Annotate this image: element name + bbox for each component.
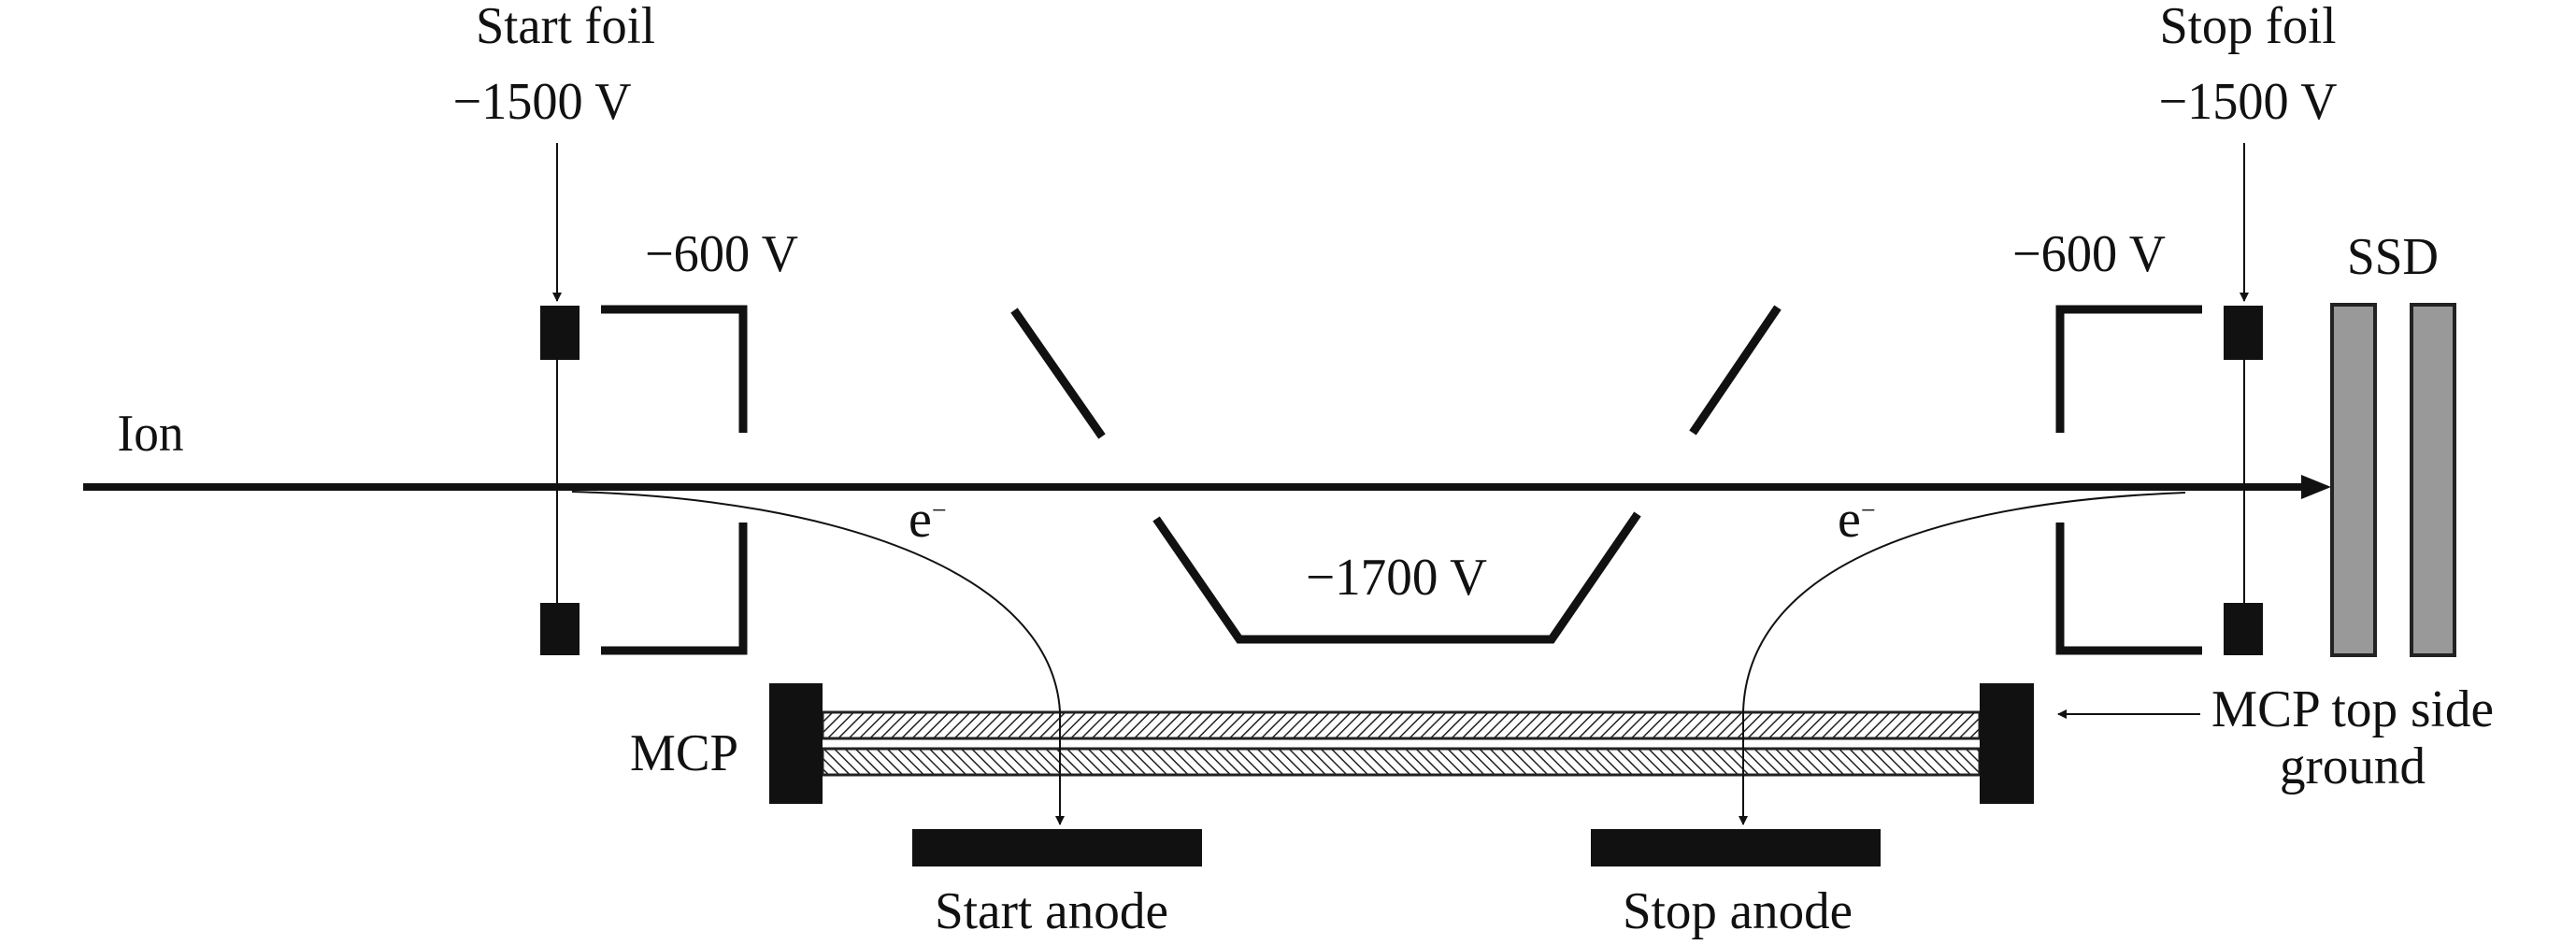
left-electrode [601,305,748,655]
start-anode-label: Start anode [935,882,1168,940]
electron-left-label: e− [909,491,947,549]
start-foil [540,306,580,655]
electron-right-label: e− [1838,491,1876,549]
center-electrode [1010,305,1782,644]
mcp-ground-label-line1: MCP top side [2211,680,2494,738]
stop-foil [2224,306,2263,655]
stop-anode [1591,829,1881,866]
ion-label: Ion [118,405,184,463]
mcp-label: MCP [630,724,738,782]
center-electrode-voltage: −1700 V [1306,549,1487,607]
start-electron-trajectory [571,491,1065,825]
start-foil-label: Start foil [476,0,655,55]
left-electrode-voltage: −600 V [645,225,798,283]
start-anode [912,829,1202,866]
right-electrode [2055,305,2202,655]
ion-beam-arrowhead [2301,475,2331,499]
right-electrode-voltage: −600 V [2012,225,2166,283]
stop-foil-label: Stop foil [2160,0,2337,55]
stop-electron-trajectory [1739,492,2186,825]
start-foil-voltage: −1500 V [453,73,632,131]
ssd-detector [2330,303,2456,657]
mcp-left-clamp [769,683,823,804]
stop-anode-label: Stop anode [1623,882,1853,940]
mcp-ground-label-line2: ground [2280,737,2426,795]
mcp-right-clamp [1980,683,2034,804]
mcp-assembly [769,683,2034,804]
ssd-label: SSD [2347,228,2439,286]
stop-foil-voltage: −1500 V [2159,73,2338,131]
